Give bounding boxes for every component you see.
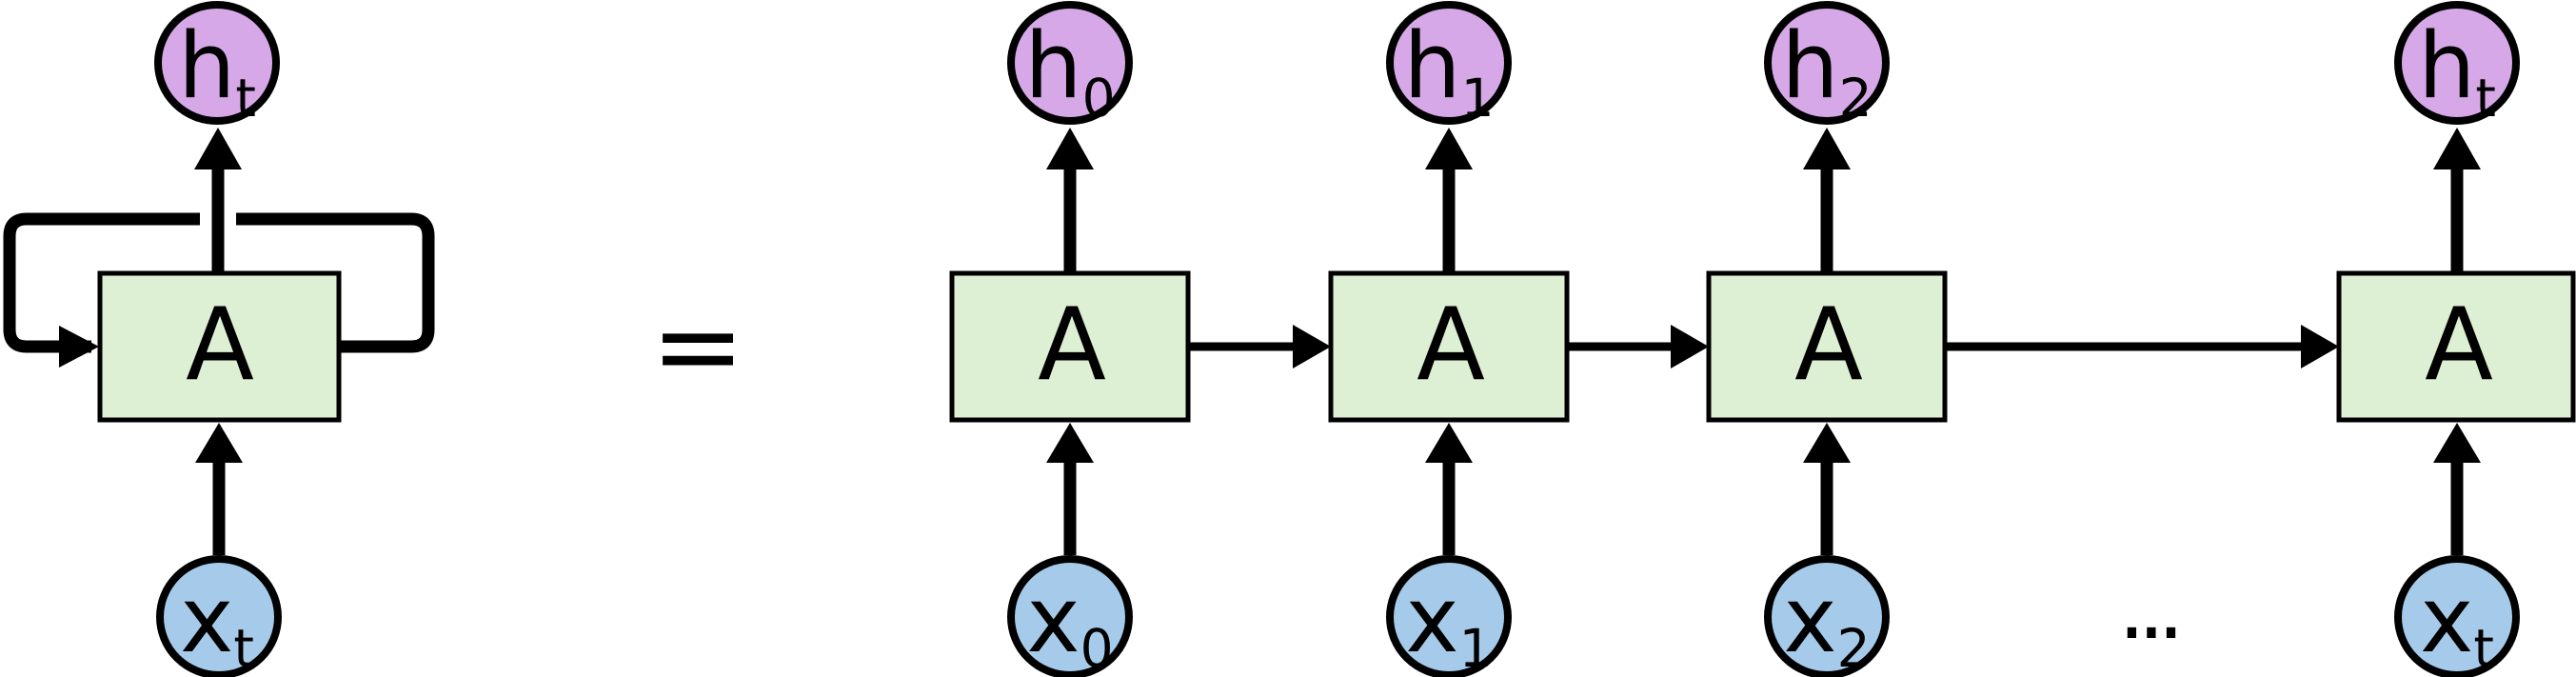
rnn-cell-label-0: A	[1038, 287, 1106, 403]
input-label-0-base: x	[1026, 568, 1080, 673]
hidden-state-node	[154, 1, 280, 125]
input-arrowhead-t	[2433, 423, 2481, 463]
rolled-rnn-cell: A ht xt	[3, 1, 435, 677]
hidden-state-node-2	[1764, 1, 1890, 125]
hidden-state-label-base: h	[178, 14, 235, 119]
rnn-cell-label: A	[186, 287, 254, 403]
hidden-state-node-t	[2394, 1, 2520, 125]
rnn-cell-label-1: A	[1417, 287, 1485, 403]
rnn-cell-box-1	[1328, 270, 1570, 423]
input-label-t: xt	[2420, 568, 2494, 677]
input-label-0-sub: 0	[1080, 618, 1114, 677]
input-node-1	[1386, 555, 1512, 677]
state-arrowhead-2-t	[2301, 325, 2339, 368]
hidden-state-label-sub: t	[235, 68, 256, 129]
hidden-output-arrowhead-1	[1425, 128, 1473, 169]
input-arrowhead	[195, 423, 243, 463]
input-label-1-sub: 1	[1459, 618, 1493, 677]
recurrent-loop-arrowhead	[59, 326, 99, 368]
input-node-0	[1007, 555, 1133, 677]
hidden-state-node-1	[1386, 1, 1512, 125]
input-node	[156, 555, 282, 677]
continuation-ellipsis: ...	[2118, 559, 2177, 659]
input-arrowhead-0	[1046, 423, 1094, 463]
hidden-state-label-0-sub: 0	[1082, 68, 1116, 129]
unrolled-cell-0: A h0 x0	[949, 1, 1191, 677]
input-label: xt	[180, 568, 254, 677]
input-node-t	[2394, 555, 2520, 677]
hidden-state-label-0-base: h	[1024, 14, 1081, 119]
input-label-2-base: x	[1783, 568, 1836, 673]
rnn-cell-label-t: A	[2425, 287, 2493, 403]
input-node-2	[1764, 555, 1890, 677]
hidden-output-arrowhead-0	[1046, 128, 1094, 169]
rnn-cell-box-0	[949, 270, 1191, 423]
input-arrowhead-1	[1425, 423, 1473, 463]
input-label-2: x2	[1783, 568, 1870, 677]
rnn-cell-label-2: A	[1794, 287, 1863, 403]
unrolled-cell-1: A h1 x1	[1328, 1, 1570, 677]
hidden-state-label-1: h1	[1403, 14, 1494, 129]
input-label-2-sub: 2	[1837, 618, 1871, 677]
unrolled-cell-t: A ht xt	[2336, 1, 2576, 677]
equals-sign: =	[651, 280, 745, 411]
hidden-state-label-t: ht	[2418, 14, 2496, 129]
input-label-sub: t	[233, 618, 254, 677]
hidden-state-label-t-base: h	[2418, 14, 2475, 119]
input-label-base: x	[180, 568, 233, 673]
hidden-state-label-1-sub: 1	[1461, 68, 1495, 129]
hidden-state-label-2-base: h	[1781, 14, 1838, 119]
state-arrowhead-0-1	[1293, 325, 1331, 368]
rnn-cell-box-2	[1706, 270, 1948, 423]
hidden-output-arrowhead-2	[1803, 128, 1851, 169]
hidden-state-node-0	[1007, 1, 1133, 125]
input-label-t-sub: t	[2473, 618, 2494, 677]
input-label-1: x1	[1405, 568, 1492, 677]
state-arrowhead-1-2	[1671, 325, 1709, 368]
hidden-state-label: ht	[178, 14, 256, 129]
unrolled-cell-2: A h2 x2	[1706, 1, 1948, 677]
input-arrowhead-2	[1803, 423, 1851, 463]
rnn-cell-box-t	[2336, 270, 2576, 423]
hidden-state-label-2-sub: 2	[1839, 68, 1873, 129]
input-label-0: x0	[1026, 568, 1113, 677]
hidden-state-label-t-sub: t	[2475, 68, 2496, 129]
hidden-state-label-2: h2	[1781, 14, 1872, 129]
input-label-1-base: x	[1405, 568, 1458, 673]
hidden-state-label-1-base: h	[1403, 14, 1460, 119]
input-label-t-base: x	[2420, 568, 2473, 673]
hidden-output-arrowhead	[194, 128, 242, 169]
hidden-state-label-0: h0	[1024, 14, 1115, 129]
hidden-output-arrowhead-t	[2433, 128, 2481, 169]
rnn-cell-box	[97, 270, 342, 423]
